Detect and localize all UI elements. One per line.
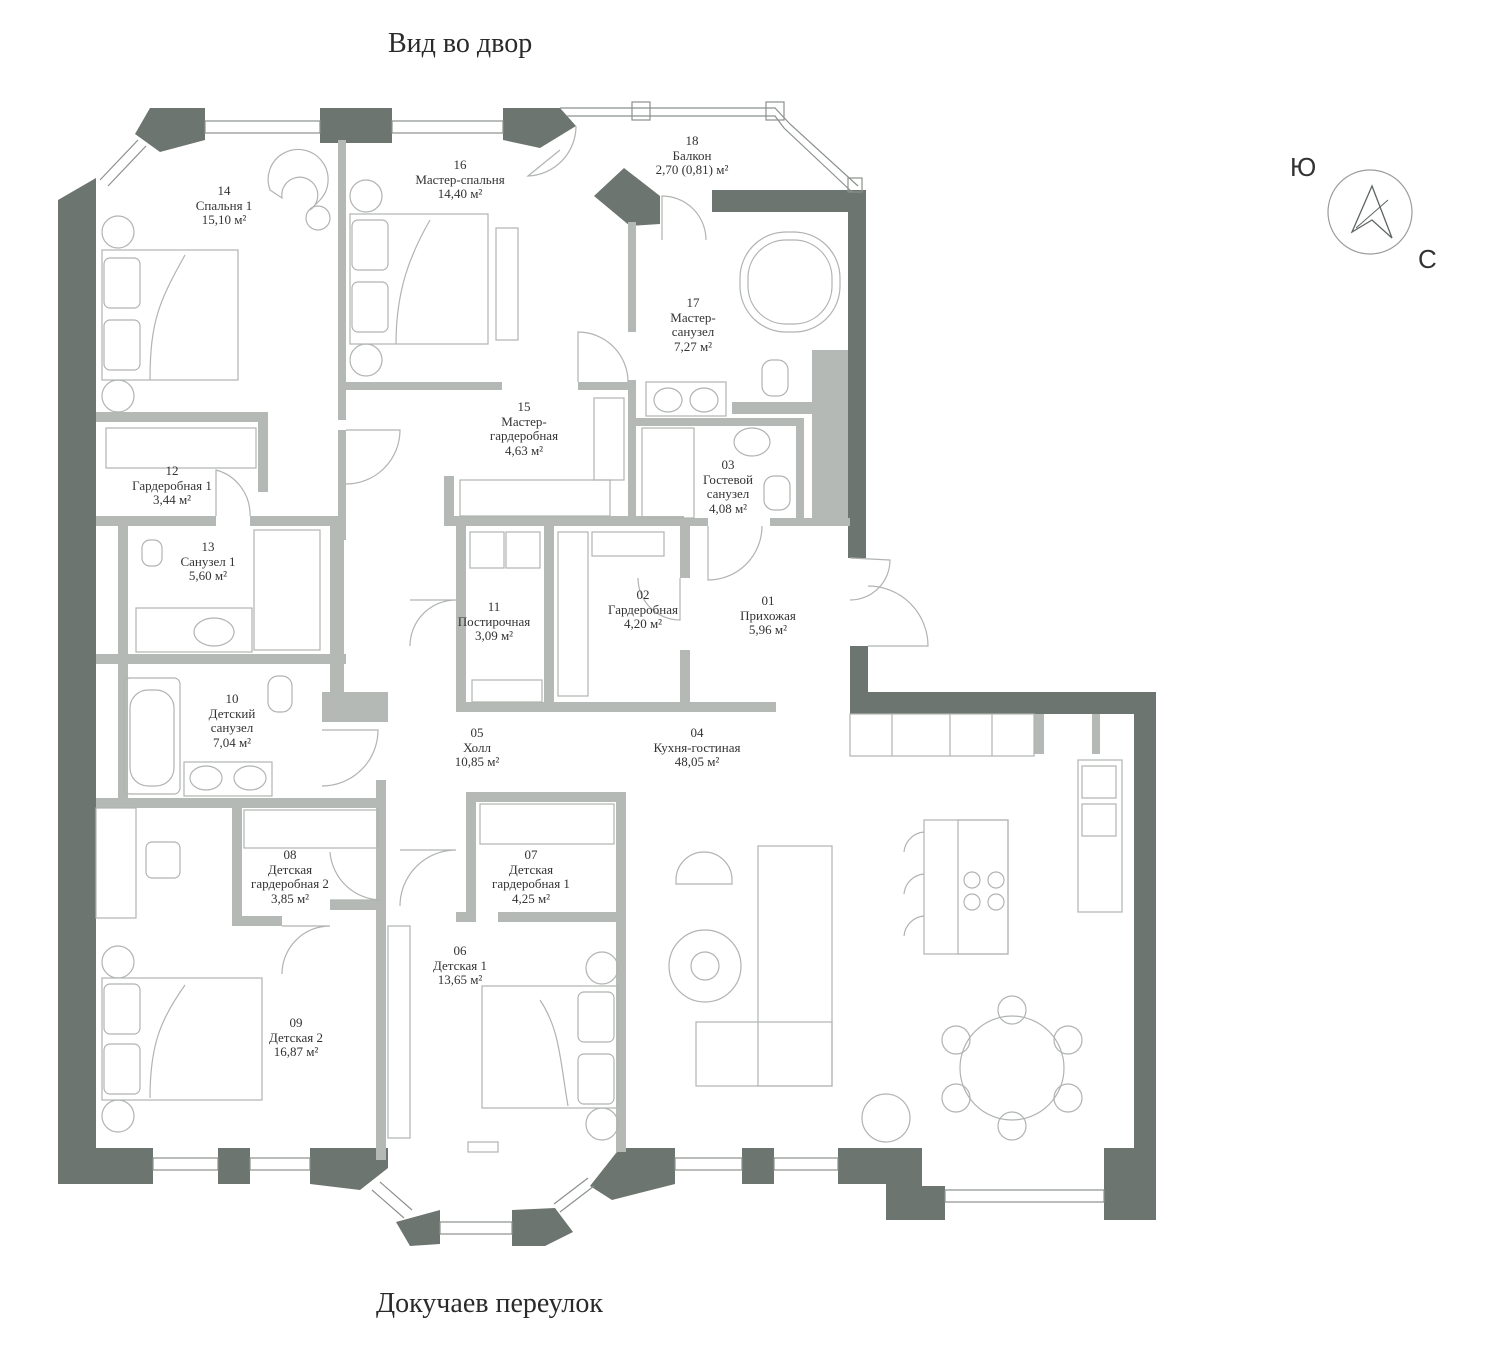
room-name: Мастер-спальня bbox=[415, 171, 505, 187]
room-label-08: 08 Детская гардеробная 2 3,85 м² bbox=[240, 847, 340, 907]
room-name: Детская 2 bbox=[268, 1029, 324, 1045]
room-label-11: 11 Постирочная 3,09 м² bbox=[457, 599, 531, 644]
compass-icon bbox=[1327, 169, 1413, 255]
room-area: 2,70 (0,81) м² bbox=[655, 162, 729, 178]
room-label-15: 15 Мастер-гардеробная 4,63 м² bbox=[479, 399, 569, 459]
windows bbox=[99, 101, 1105, 1235]
room-area: 15,10 м² bbox=[201, 212, 247, 228]
room-number: 16 bbox=[453, 157, 467, 172]
room-name: Балкон bbox=[672, 147, 712, 163]
room-name: Холл bbox=[463, 739, 491, 755]
room-label-01: 01 Прихожая 5,96 м² bbox=[740, 593, 796, 638]
room-label-13: 13 Санузел 1 5,60 м² bbox=[180, 539, 236, 584]
room-name: Детская гардеробная 1 bbox=[492, 861, 570, 892]
room-number: 12 bbox=[165, 463, 179, 478]
room-area: 48,05 м² bbox=[674, 754, 720, 770]
room-area: 3,85 м² bbox=[270, 891, 310, 907]
room-name: Мастер-гардеробная bbox=[489, 413, 559, 444]
room-number: 15 bbox=[517, 399, 531, 414]
room-label-12: 12 Гардеробная 1 3,44 м² bbox=[132, 463, 212, 508]
room-area: 10,85 м² bbox=[454, 754, 500, 770]
room-label-16: 16 Мастер-спальня 14,40 м² bbox=[415, 157, 505, 202]
room-label-17: 17 Мастер-санузел 7,27 м² bbox=[663, 295, 723, 355]
room-number: 08 bbox=[283, 847, 297, 862]
room-area: 13,65 м² bbox=[437, 972, 483, 988]
compass-letter-south: Ю bbox=[1290, 152, 1317, 182]
room-name: Мастер-санузел bbox=[670, 309, 716, 340]
room-name: Постирочная bbox=[457, 613, 531, 629]
room-area: 14,40 м² bbox=[437, 186, 483, 202]
room-area: 3,44 м² bbox=[152, 492, 192, 508]
room-label-06: 06 Детская 1 13,65 м² bbox=[432, 943, 488, 988]
room-area: 5,96 м² bbox=[748, 622, 788, 638]
compass-letter-north: С bbox=[1418, 244, 1437, 274]
room-name: Гостевой санузел bbox=[703, 471, 753, 502]
doors bbox=[215, 125, 929, 975]
room-number: 06 bbox=[453, 943, 467, 958]
room-name: Санузел 1 bbox=[180, 553, 236, 569]
street-label-bottom: Докучаев переулок bbox=[376, 1288, 603, 1319]
room-label-03: 03 Гостевой санузел 4,08 м² bbox=[693, 457, 763, 517]
room-number: 02 bbox=[636, 587, 650, 602]
room-area: 4,25 м² bbox=[511, 891, 551, 907]
room-area: 3,09 м² bbox=[474, 628, 514, 644]
room-area: 7,04 м² bbox=[212, 735, 252, 751]
room-area: 4,08 м² bbox=[708, 501, 748, 517]
room-number: 17 bbox=[686, 295, 700, 310]
room-label-07: 07 Детская гардеробная 1 4,25 м² bbox=[481, 847, 581, 907]
room-label-18: 18 Балкон 2,70 (0,81) м² bbox=[655, 133, 729, 178]
room-number: 03 bbox=[721, 457, 735, 472]
street-label-top: Вид во двор bbox=[388, 28, 533, 59]
room-name: Гардеробная 1 bbox=[132, 477, 212, 493]
room-label-05: 05 Холл 10,85 м² bbox=[454, 725, 500, 770]
room-name: Прихожая bbox=[740, 607, 796, 623]
room-label-14: 14 Спальня 1 15,10 м² bbox=[195, 183, 253, 228]
room-area: 4,63 м² bbox=[504, 443, 544, 459]
room-name: Детская гардеробная 2 bbox=[251, 861, 329, 892]
room-area: 5,60 м² bbox=[188, 568, 228, 584]
room-number: 13 bbox=[201, 539, 215, 554]
room-area: 16,87 м² bbox=[273, 1044, 319, 1060]
room-number: 07 bbox=[524, 847, 538, 862]
room-area: 4,20 м² bbox=[623, 616, 663, 632]
room-number: 18 bbox=[685, 133, 699, 148]
room-label-09: 09 Детская 2 16,87 м² bbox=[268, 1015, 324, 1060]
room-number: 14 bbox=[217, 183, 231, 198]
furniture bbox=[95, 148, 1123, 1153]
room-name: Детский санузел bbox=[208, 705, 256, 736]
room-number: 01 bbox=[761, 593, 775, 608]
room-number: 10 bbox=[225, 691, 239, 706]
room-number: 04 bbox=[690, 725, 704, 740]
partitions bbox=[96, 140, 1100, 1160]
room-label-02: 02 Гардеробная 4,20 м² bbox=[608, 587, 678, 632]
room-number: 05 bbox=[470, 725, 484, 740]
room-label-04: 04 Кухня-гостиная 48,05 м² bbox=[653, 725, 741, 770]
room-label-10: 10 Детский санузел 7,04 м² bbox=[202, 691, 262, 751]
room-name: Спальня 1 bbox=[195, 197, 253, 213]
exterior-walls bbox=[58, 108, 1156, 1246]
room-number: 11 bbox=[487, 599, 501, 614]
room-name: Гардеробная bbox=[608, 601, 678, 617]
room-area: 7,27 м² bbox=[673, 339, 713, 355]
room-name: Кухня-гостиная bbox=[653, 739, 741, 755]
room-name: Детская 1 bbox=[432, 957, 488, 973]
room-number: 09 bbox=[289, 1015, 303, 1030]
